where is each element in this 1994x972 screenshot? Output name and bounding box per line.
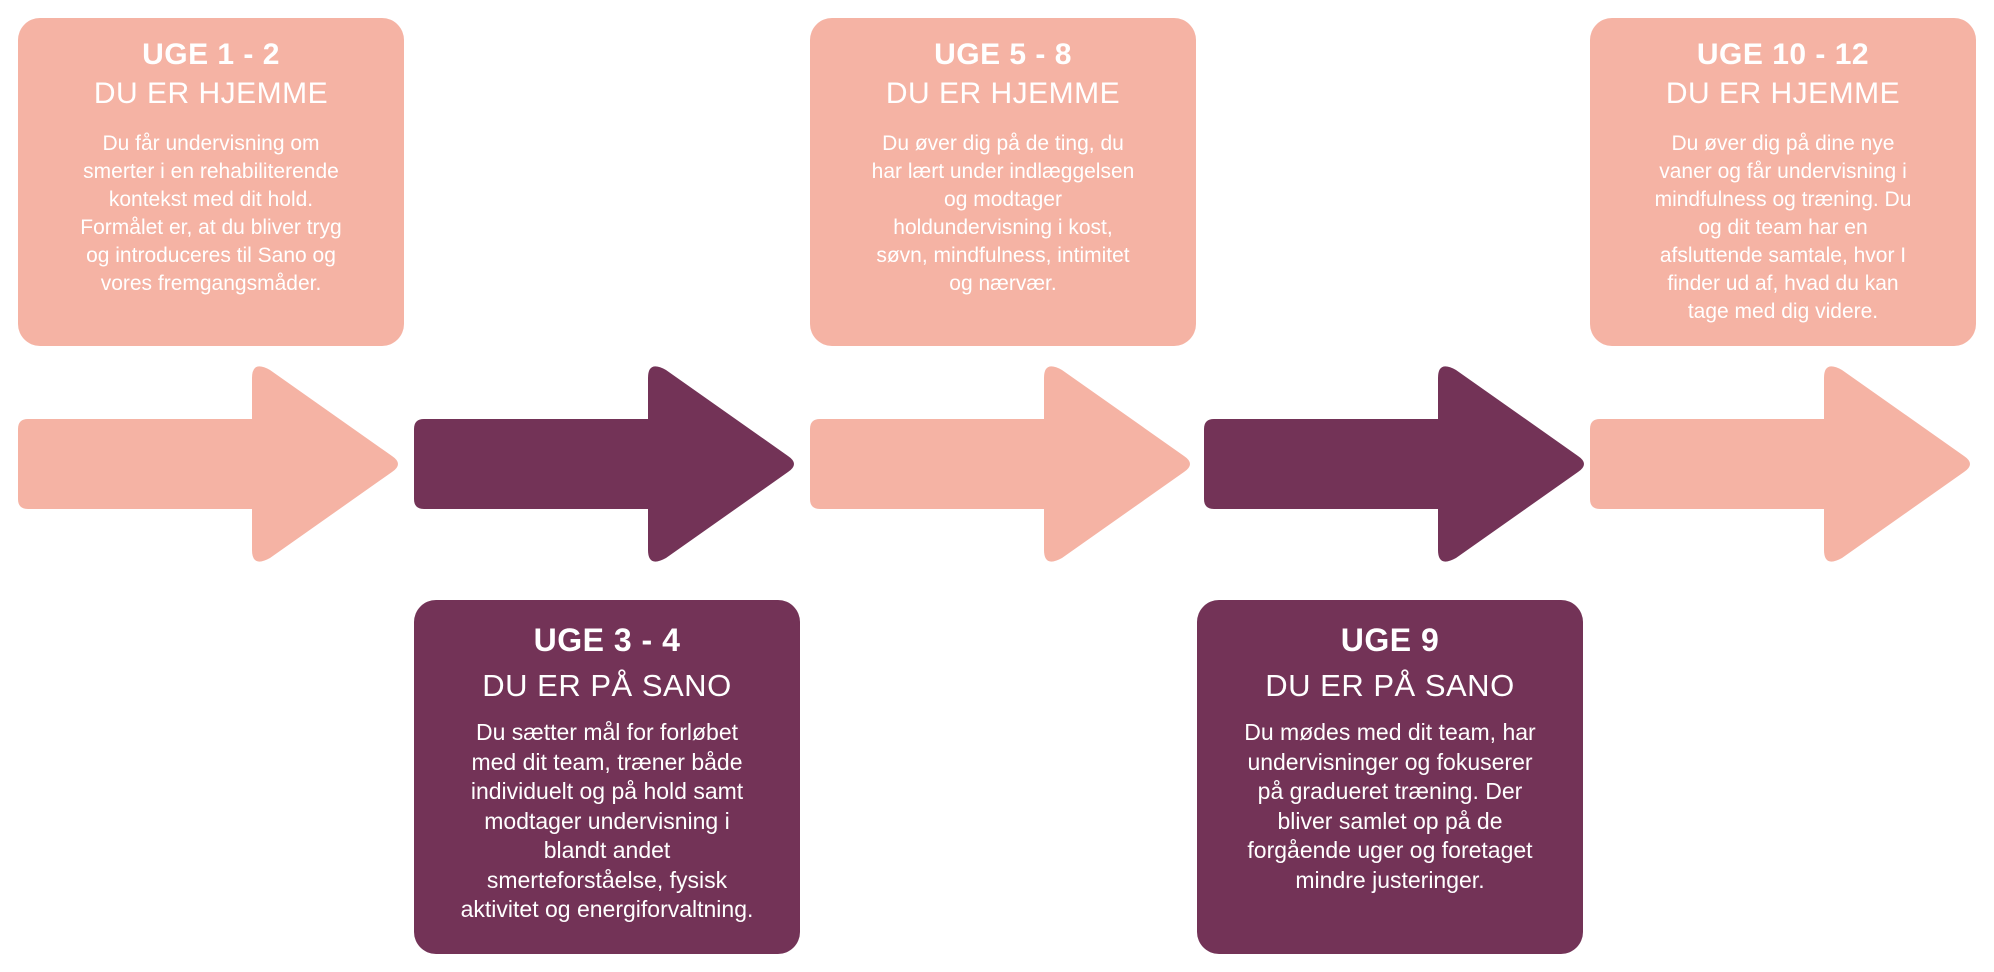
phase-week-label: UGE 10 - 12 xyxy=(1696,38,1870,71)
phase-description: Du mødes med dit team, har undervisninge… xyxy=(1244,719,1536,893)
timeline-arrow-4 xyxy=(1204,366,1584,562)
timeline-arrow-3 xyxy=(810,366,1190,562)
phase-week-label: UGE 9 xyxy=(1340,622,1440,658)
phase-description: Du sætter mål for forløbet med dit team,… xyxy=(460,719,754,922)
phase-location-label: DU ER PÅ SANO xyxy=(482,668,732,703)
phase-description: Du øver dig på de ting, du har lært unde… xyxy=(871,132,1135,295)
phase-description: Du får undervisning om smerter i en reha… xyxy=(80,132,342,295)
phase-location-label: DU ER PÅ SANO xyxy=(1265,668,1515,703)
timeline-arrow-5 xyxy=(1590,366,1970,562)
phase-location-label: DU ER HJEMME xyxy=(885,77,1121,110)
phase-week-label: UGE 3 - 4 xyxy=(533,622,681,658)
phase-card-week-9: UGE 9 DU ER PÅ SANO Du mødes med dit tea… xyxy=(1197,600,1583,954)
phase-description: Du øver dig på dine nye vaner og får und… xyxy=(1654,132,1912,323)
phase-card-week-3-4: UGE 3 - 4 DU ER PÅ SANO Du sætter mål fo… xyxy=(414,600,800,954)
phase-location-label: DU ER HJEMME xyxy=(93,77,329,110)
timeline-arrow-2 xyxy=(414,366,794,562)
phase-week-label: UGE 1 - 2 xyxy=(142,38,280,71)
phase-week-label: UGE 5 - 8 xyxy=(934,38,1072,71)
phase-card-week-10-12: UGE 10 - 12 DU ER HJEMME Du øver dig på … xyxy=(1590,18,1976,346)
phase-card-week-1-2: UGE 1 - 2 DU ER HJEMME Du får undervisni… xyxy=(18,18,404,346)
timeline-arrow-1 xyxy=(18,366,398,562)
phase-location-label: DU ER HJEMME xyxy=(1665,77,1901,110)
phase-card-week-5-8: UGE 5 - 8 DU ER HJEMME Du øver dig på de… xyxy=(810,18,1196,346)
